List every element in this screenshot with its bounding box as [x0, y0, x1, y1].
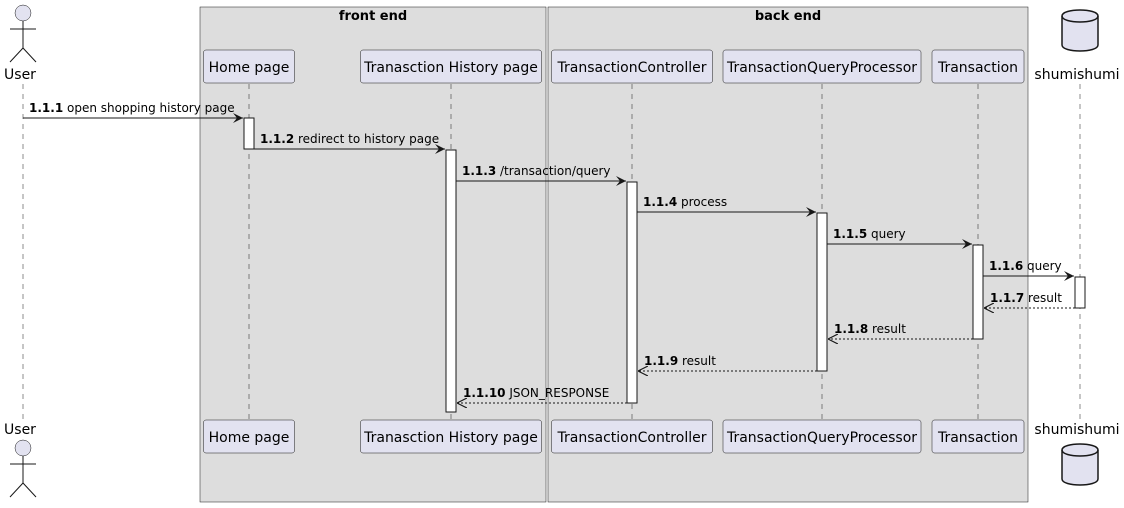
message-label: 1.1.4 process: [643, 195, 727, 209]
participant-qp-top: TransactionQueryProcessor: [722, 49, 922, 84]
message-label: 1.1.6 query: [989, 259, 1062, 273]
activation-bar: [243, 117, 255, 150]
participant-label: TransactionController: [557, 430, 707, 446]
participant-home-bottom: Home page: [203, 419, 295, 454]
participant-label: Tranasction History page: [363, 60, 538, 76]
actor-leg: [9, 47, 24, 63]
actor-leg: [22, 47, 37, 63]
actor-leg: [9, 482, 24, 498]
actor-user-top: User: [4, 4, 37, 83]
database-rim: [1061, 449, 1099, 457]
activation-bar: [1074, 276, 1086, 309]
group-box-title: back end: [755, 9, 821, 24]
database-db-bottom: shumishumi: [1034, 422, 1120, 486]
activation-bar: [816, 212, 828, 372]
database-db-top: shumishumi: [1034, 9, 1120, 83]
participant-box: [722, 49, 922, 84]
group-box-frontend: [199, 6, 547, 503]
database-rim: [1061, 15, 1099, 23]
participant-txn-top: Transaction: [931, 49, 1025, 84]
participant-box: [551, 419, 713, 454]
participant-label: TransactionQueryProcessor: [726, 60, 917, 76]
message-label: 1.1.1 open shopping history page: [29, 101, 235, 115]
participant-box: [931, 49, 1025, 84]
message-label: 1.1.7 result: [990, 291, 1062, 305]
actor-head-icon: [14, 439, 32, 457]
participant-home-top: Home page: [203, 49, 295, 84]
participant-txn-bottom: Transaction: [931, 419, 1025, 454]
database-icon: [1061, 443, 1099, 486]
actor-user-bottom: User: [4, 422, 37, 498]
message-label: 1.1.5 query: [833, 227, 906, 241]
participant-label: TransactionController: [557, 60, 707, 76]
participant-label: Home page: [209, 60, 290, 76]
participant-controller-bottom: TransactionController: [551, 419, 713, 454]
message-label: 1.1.2 redirect to history page: [260, 132, 439, 146]
database-icon: [1061, 9, 1099, 52]
participant-box: [551, 49, 713, 84]
participant-box: [360, 419, 542, 454]
participant-box: [203, 419, 295, 454]
participant-history-top: Tranasction History page: [360, 49, 542, 84]
actor-leg: [22, 482, 37, 498]
group-box-title: front end: [339, 9, 407, 24]
activation-bar: [972, 244, 984, 340]
participant-box: [931, 419, 1025, 454]
participant-label: TransactionQueryProcessor: [726, 430, 917, 446]
database-label: shumishumi: [1034, 67, 1119, 83]
participant-history-bottom: Tranasction History page: [360, 419, 542, 454]
participant-controller-top: TransactionController: [551, 49, 713, 84]
message-label: 1.1.3 /transaction/query: [462, 164, 611, 178]
actor-label: User: [4, 67, 36, 83]
activation-bar: [626, 181, 638, 404]
message-label: 1.1.8 result: [834, 322, 906, 336]
actor-label: User: [4, 422, 36, 438]
database-label: shumishumi: [1034, 422, 1119, 438]
participant-label: Home page: [209, 430, 290, 446]
message-label: 1.1.10 JSON_RESPONSE: [463, 386, 609, 400]
participant-box: [722, 419, 922, 454]
participant-qp-bottom: TransactionQueryProcessor: [722, 419, 922, 454]
participant-label: Tranasction History page: [363, 430, 538, 446]
participant-label: Transaction: [937, 430, 1018, 446]
participant-label: Transaction: [937, 60, 1018, 76]
actor-head-icon: [14, 4, 32, 22]
participant-box: [203, 49, 295, 84]
message-label: 1.1.9 result: [644, 354, 716, 368]
activation-bar: [445, 149, 457, 413]
participant-box: [360, 49, 542, 84]
